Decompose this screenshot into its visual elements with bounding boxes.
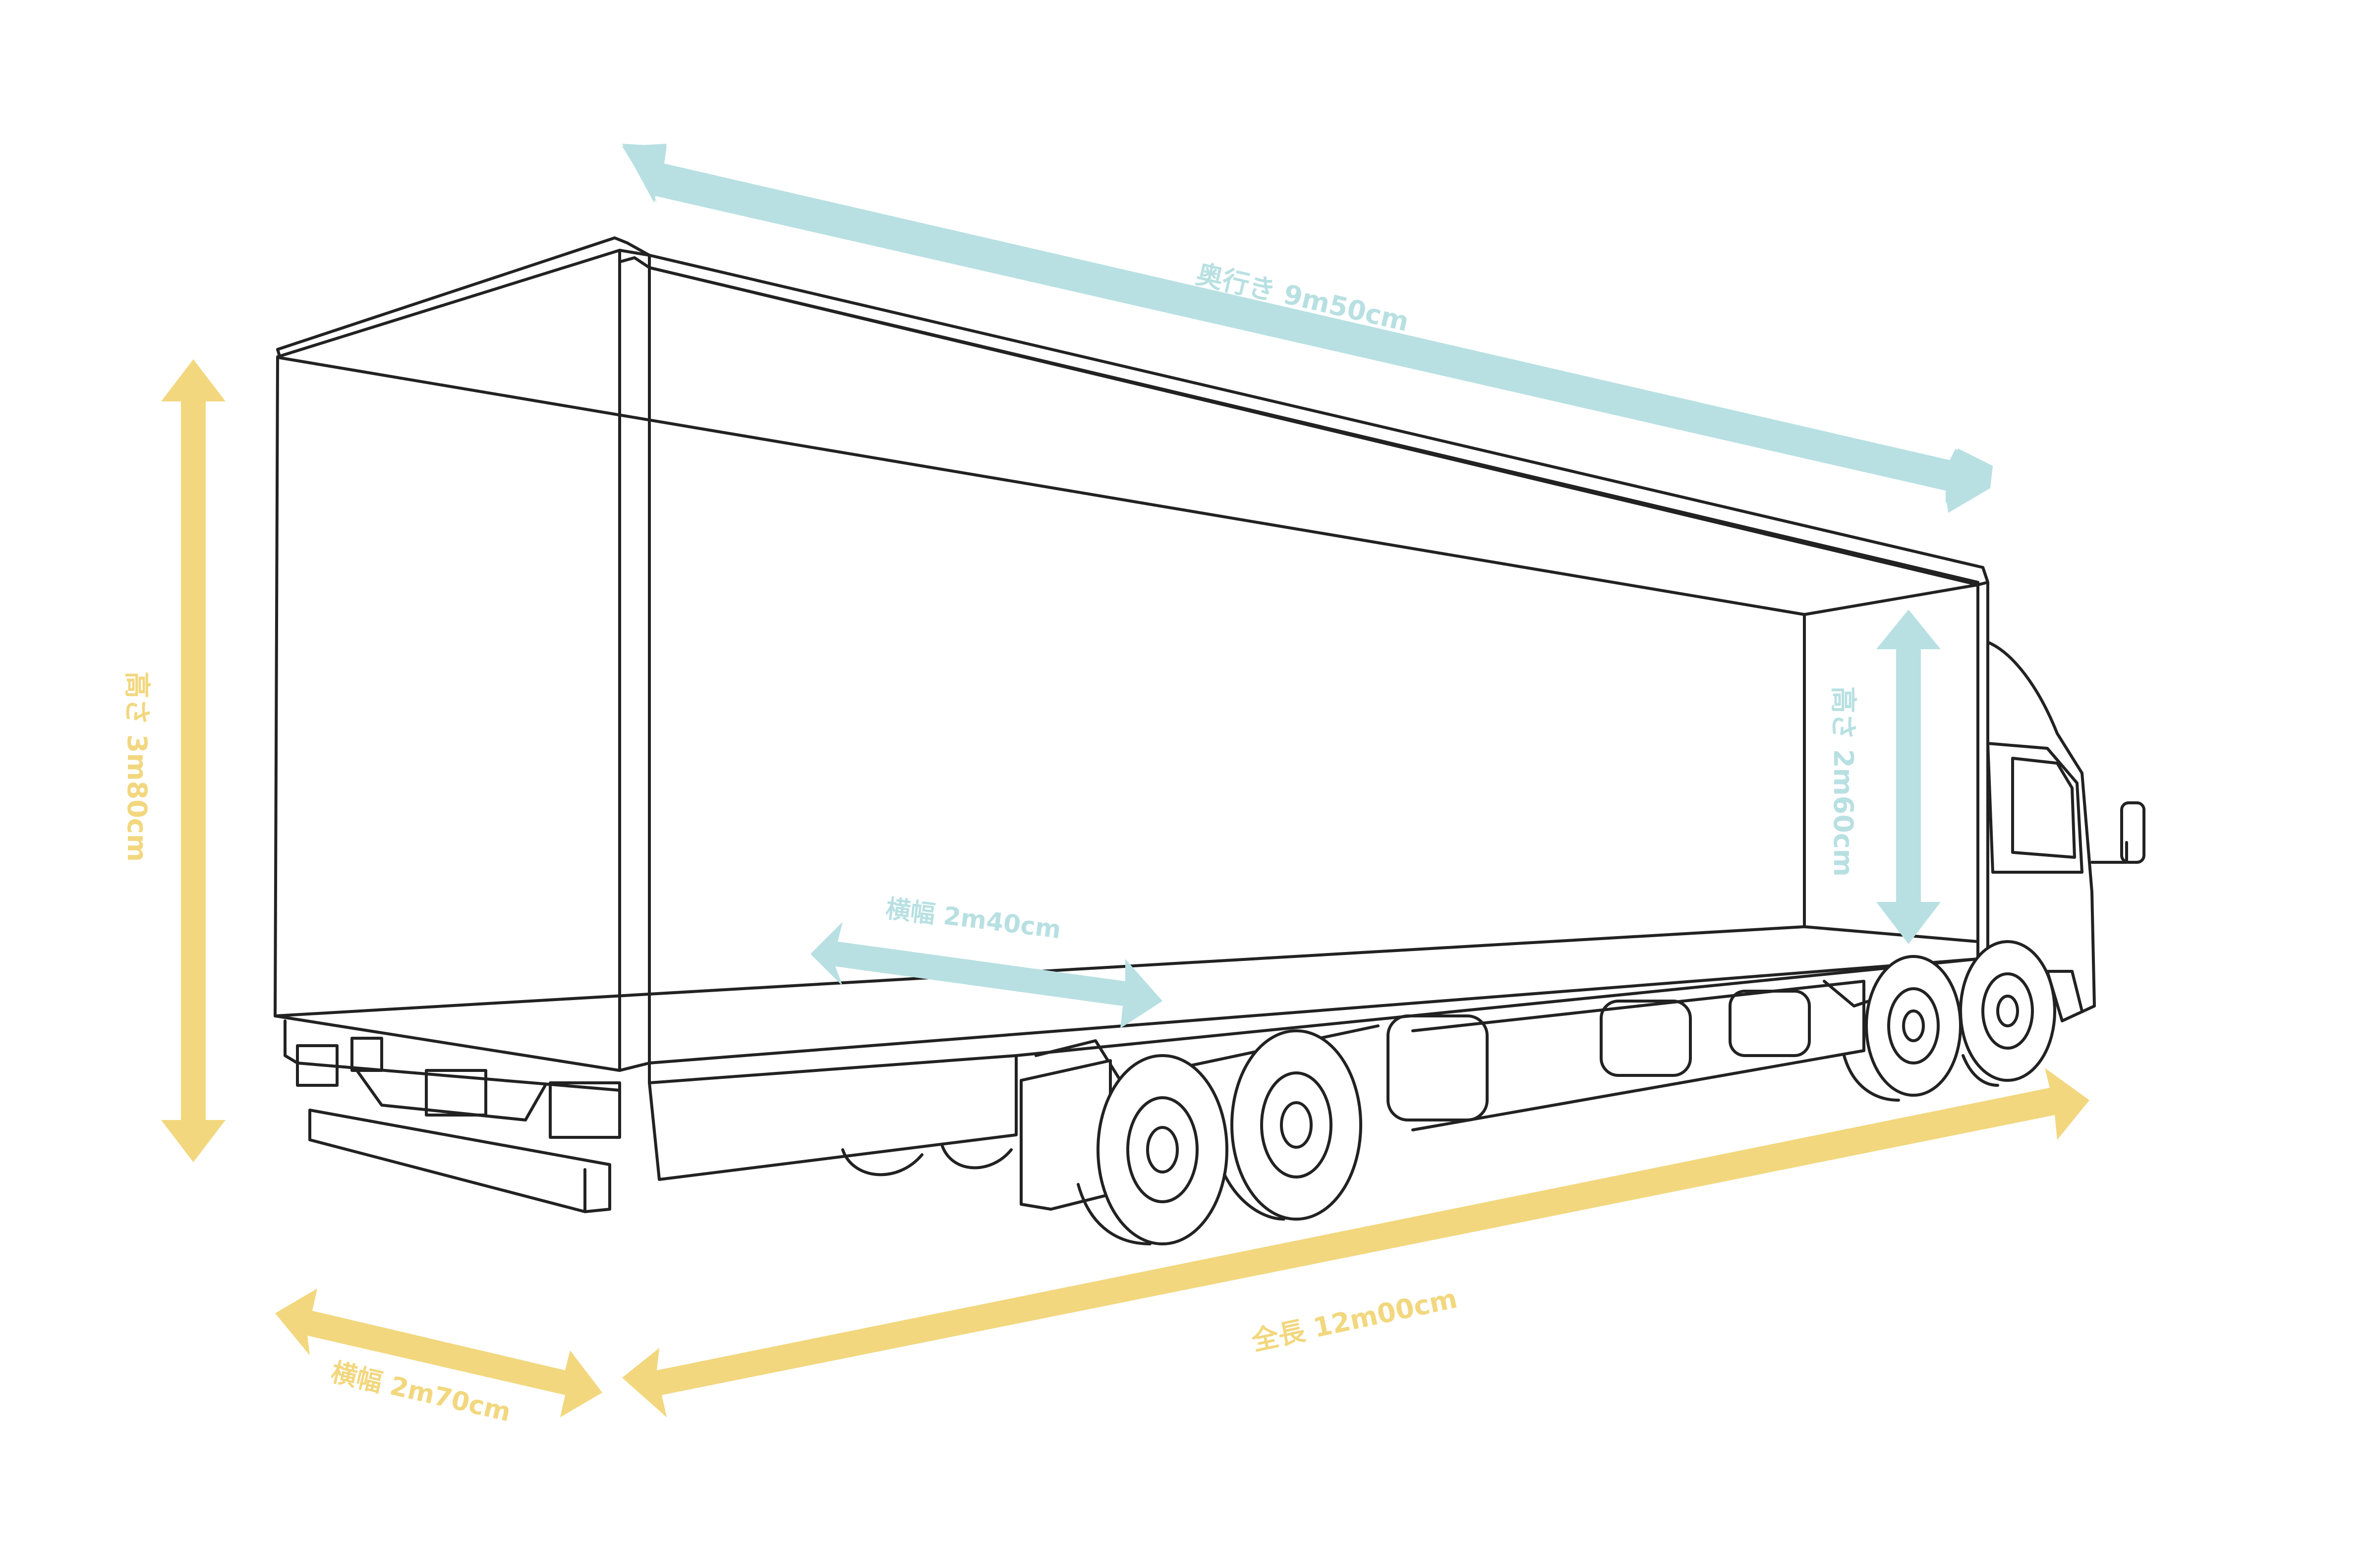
overall-length-label: 全長 12m00cm (1249, 1283, 1460, 1356)
interior-depth-dimension (622, 144, 1993, 513)
rear-wheel-1 (1077, 1054, 1228, 1245)
far-side-wheels (841, 1143, 1013, 1176)
overall-height-dimension (161, 359, 226, 1162)
truck-chassis (284, 957, 1979, 1213)
interior-width-dimension (810, 922, 1162, 1028)
interior-width-label: 横幅 2m40cm (884, 894, 1063, 944)
front-wheel-1 (1843, 955, 1962, 1102)
interior-height-dimension (1876, 610, 1941, 944)
cargo-box (274, 236, 1989, 1084)
rear-wheel-2 (1223, 1029, 1362, 1221)
truck-illustration (274, 236, 2145, 1245)
overall-length-dimension (622, 1068, 2089, 1417)
interior-height-label: 高さ 2m60cm (1828, 686, 1859, 877)
rear-mudguard (1020, 1059, 1112, 1211)
front-wheel-2 (1959, 940, 2056, 1087)
overall-width-dimension (275, 1288, 602, 1417)
overall-height-label: 高さ 3m80cm (121, 672, 153, 862)
truck-cab (1976, 638, 2145, 1022)
